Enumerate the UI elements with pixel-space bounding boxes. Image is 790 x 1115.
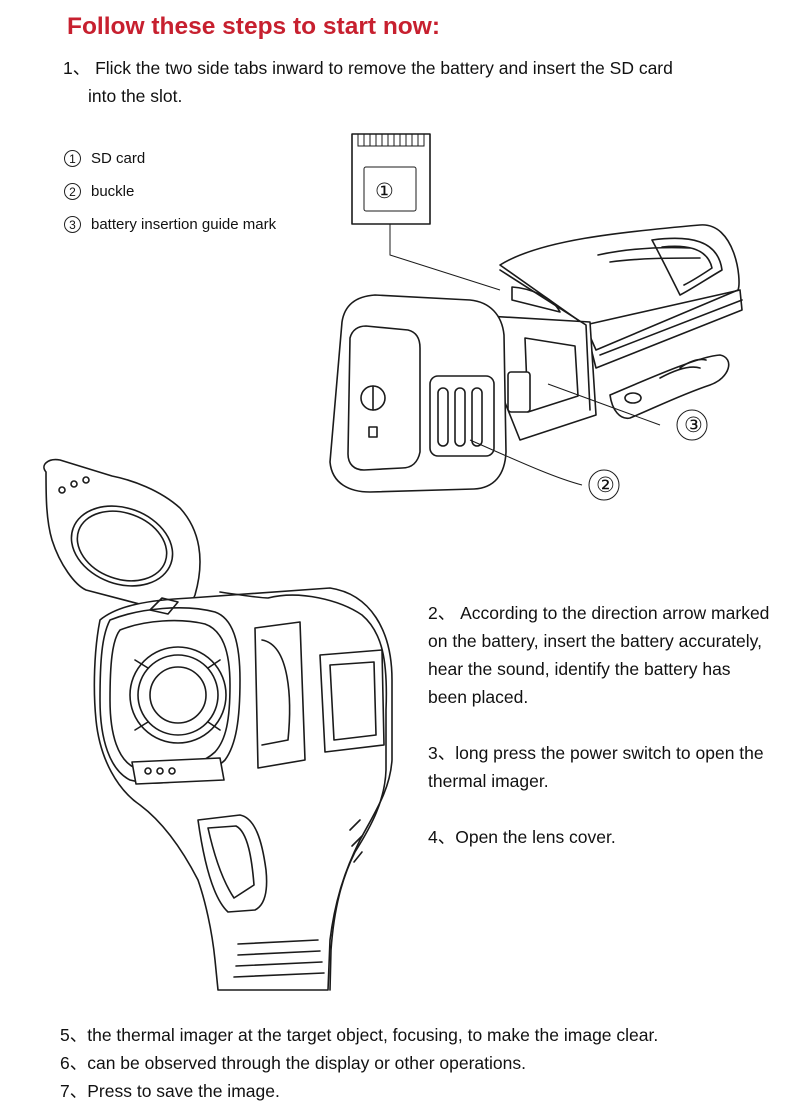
thermal-imager-illustration [43,458,393,991]
step-3: 3、long press the power switch to open th… [428,743,764,791]
step-5: 5、the thermal imager at the target objec… [60,1025,659,1045]
sd-callout: ① [375,180,394,203]
legend-item-guide-mark: 3 battery insertion guide mark [64,208,276,241]
sd-card-illustration: ① [351,133,431,225]
legend-item-sd-card: 1 SD card [64,142,276,175]
step-4: 4、Open the lens cover. [428,827,616,847]
buckle-callout: ② [596,474,615,497]
step-2: 2、 According to the direction arrow mark… [428,603,770,707]
legend-label: battery insertion guide mark [91,216,277,233]
legend-number: 2 [64,183,81,200]
step-6: 6、can be observed through the display or… [60,1053,526,1073]
legend-number: 3 [64,216,81,233]
guide-callout: ③ [684,414,703,437]
legend-label: SD card [91,150,146,167]
battery-cap [329,269,597,493]
legend-item-buckle: 2 buckle [64,175,276,208]
step-1-line-1: 1、 Flick the two side tabs inward to rem… [63,58,673,78]
step-1: 1、 Flick the two side tabs inward to rem… [63,54,753,110]
legend-label: buckle [91,183,135,200]
legend-number: 1 [64,150,81,167]
step-7: 7、Press to save the image. [60,1081,280,1101]
parts-legend: 1 SD card 2 buckle 3 battery insertion g… [64,142,276,241]
steps-5-to-7: 5、the thermal imager at the target objec… [60,1021,780,1105]
page-title: Follow these steps to start now: [67,13,440,40]
step-1-line-2: into the slot. [88,86,183,106]
steps-2-to-4: 2、 According to the direction arrow mark… [428,599,773,879]
